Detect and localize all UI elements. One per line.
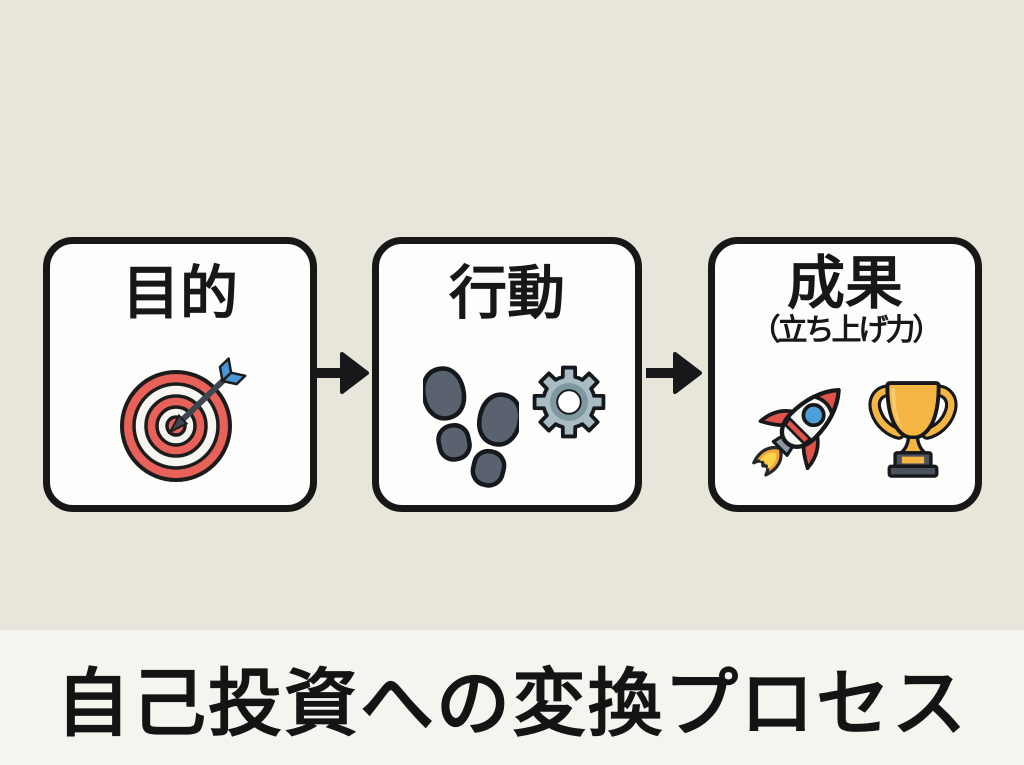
step-box-outcome: 成果 （立ち上げ力） [708,237,982,512]
target-arrow-icon [120,357,247,482]
footsteps-icon [423,366,519,488]
trophy-icon [868,381,958,478]
rocket-icon [752,387,841,477]
diagram-title: 自己投資への変換プロセス [56,661,968,747]
step-title-action: 行動 [448,259,565,327]
gear-icon [532,365,606,439]
step-subtitle-outcome: （立ち上げ力） [750,313,943,348]
step-box-purpose: 目的 [43,237,317,512]
title-banner: 自己投資への変換プロセス [0,630,1024,765]
arrow-right-icon [313,352,369,394]
step-box-action: 行動 [372,237,642,512]
step-title-purpose: 目的 [121,259,238,327]
arrow-right-icon [646,352,702,394]
step-title-outcome: 成果 [786,249,903,317]
